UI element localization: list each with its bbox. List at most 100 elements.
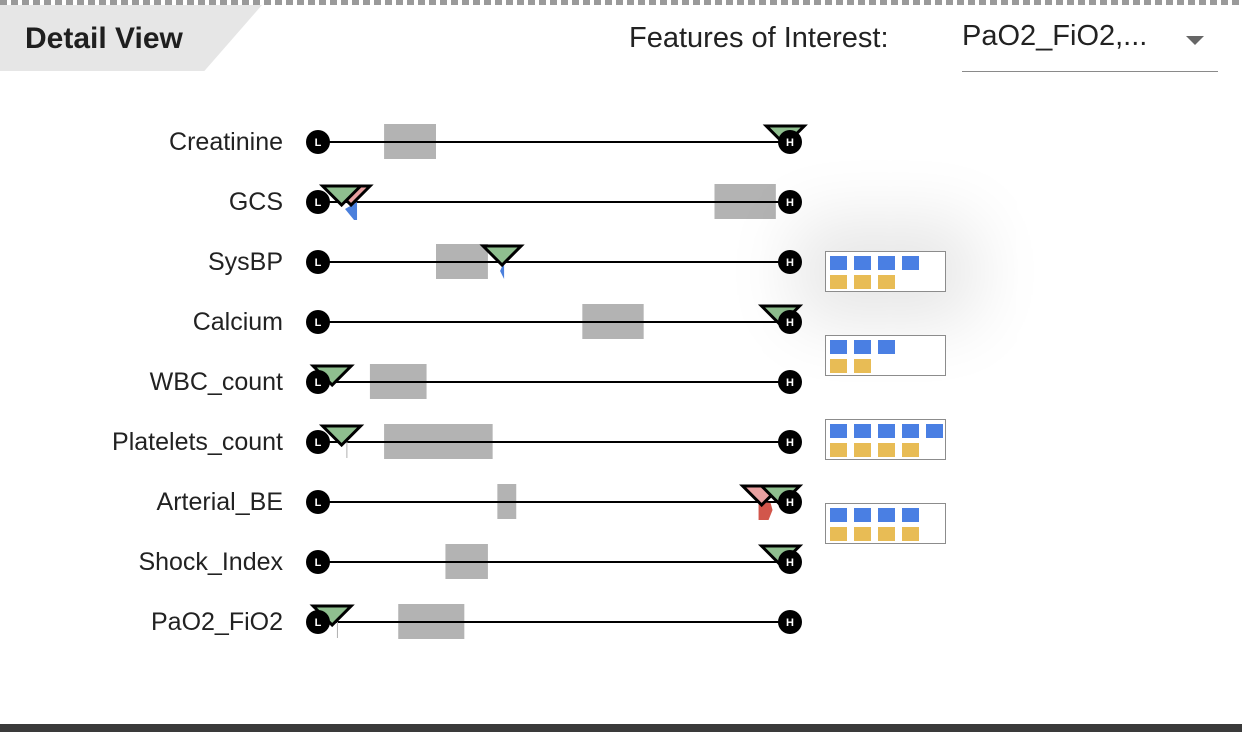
glyph-box[interactable] [825,251,946,292]
low-marker [306,550,330,574]
high-marker [778,610,802,634]
feature-label[interactable]: GCS [228,188,283,216]
blue-square [878,508,895,522]
low-marker-text: L [315,137,322,149]
low-marker-text: L [315,557,322,569]
blue-square [854,340,871,354]
panel-title: Detail View [25,22,183,55]
high-marker [778,190,802,214]
blue-square [830,424,847,438]
value-triangle-green [479,244,525,268]
feature-label[interactable]: Creatinine [169,128,283,156]
yellow-square [902,527,919,541]
glyph-box[interactable] [825,419,946,460]
low-marker-text: L [315,497,322,509]
yellow-square [830,275,847,289]
high-marker [778,430,802,454]
low-marker [306,370,330,394]
chevron-down-icon[interactable] [1186,36,1204,45]
low-marker-text: L [315,317,322,329]
high-marker [778,490,802,514]
low-marker [306,430,330,454]
high-marker [778,370,802,394]
yellow-square [878,443,895,457]
feature-label[interactable]: Shock_Index [138,548,283,576]
yellow-square [854,443,871,457]
yellow-square [830,527,847,541]
blue-square [878,340,895,354]
blue-square [854,256,871,270]
blue-square [902,256,919,270]
high-marker-text: H [786,497,794,509]
features-of-interest-dropdown[interactable]: PaO2_FiO2,... [962,18,1218,72]
high-marker-text: H [786,197,794,209]
low-marker-text: L [315,377,322,389]
yellow-square [830,443,847,457]
high-marker-text: H [786,137,794,149]
yellow-square [854,275,871,289]
yellow-square [854,527,871,541]
blue-square [926,424,943,438]
pointer-sliver [500,262,505,279]
high-marker [778,130,802,154]
high-marker [778,250,802,274]
low-marker-text: L [315,437,322,449]
glyph-box[interactable] [825,335,946,376]
blue-square [878,256,895,270]
low-marker [306,190,330,214]
high-marker [778,550,802,574]
low-marker-text: L [315,257,322,269]
low-marker [306,310,330,334]
pointer-flag [345,202,358,220]
feature-label[interactable]: Calcium [192,308,283,336]
panel-top-border [0,0,1242,5]
feature-label[interactable]: Platelets_count [112,428,283,456]
blue-square [830,508,847,522]
low-marker [306,250,330,274]
low-marker [306,610,330,634]
high-marker-text: H [786,557,794,569]
yellow-square [830,359,847,373]
low-marker-text: L [315,197,322,209]
high-marker-text: H [786,317,794,329]
value-triangle-green [318,184,365,208]
yellow-square [878,275,895,289]
features-of-interest-value: PaO2_FiO2,... [962,20,1148,52]
yellow-square [902,443,919,457]
high-marker-text: H [786,377,794,389]
blue-square [830,340,847,354]
blue-square [902,424,919,438]
feature-label[interactable]: Arterial_BE [156,488,283,516]
blue-square [902,508,919,522]
high-marker-text: H [786,617,794,629]
blue-square [854,508,871,522]
features-of-interest-label: Features of Interest: [629,22,889,54]
low-marker-text: L [315,617,322,629]
blue-square [854,424,871,438]
feature-label[interactable]: SysBP [207,248,283,276]
blue-square [878,424,895,438]
glyph-box[interactable] [825,503,946,544]
feature-label[interactable]: PaO2_FiO2 [150,608,283,636]
low-marker [306,130,330,154]
blue-square [830,256,847,270]
yellow-square [878,527,895,541]
high-marker-text: H [786,437,794,449]
yellow-square [854,359,871,373]
high-marker-text: H [786,257,794,269]
high-marker [778,310,802,334]
low-marker [306,490,330,514]
value-triangle-green [318,424,365,448]
bottom-toolbar-strip [0,724,1242,732]
feature-label[interactable]: WBC_count [149,368,283,396]
